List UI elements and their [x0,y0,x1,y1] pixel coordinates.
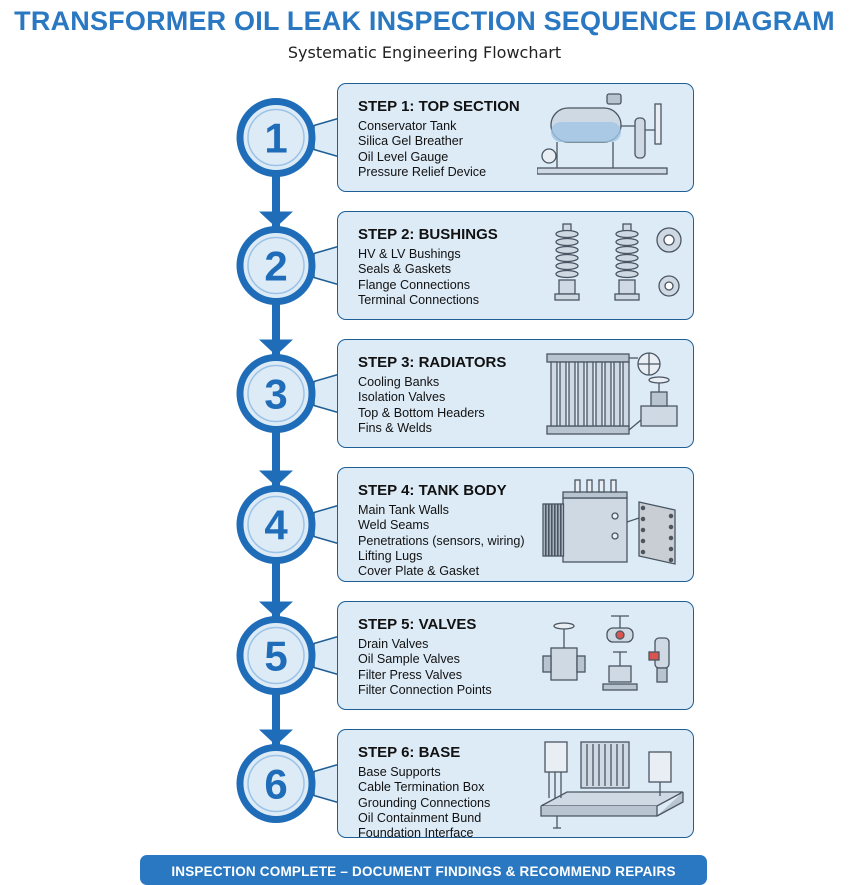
step-number: 5 [264,633,287,680]
bushing-icon [537,218,687,314]
step-number-badge: 5 [236,616,316,695]
page-subtitle: Systematic Engineering Flowchart [287,43,562,62]
valve-icon [537,608,687,704]
step-number: 6 [264,761,287,808]
checklist-item: Flange Connections [358,277,471,292]
checklist-item: Conservator Tank [358,119,457,133]
checklist-item: Base Supports [358,765,441,779]
step-number-badge: 2 [236,226,316,305]
card-pointer [313,245,339,286]
step-number: 3 [264,371,287,418]
checklist-item: Terminal Connections [358,292,480,307]
step-title: STEP 2: BUSHINGS [358,226,498,243]
base-foundation-icon [537,736,687,832]
checklist-item: Drain Valves [358,637,429,651]
down-arrow-icon [259,470,293,487]
step-number-badge: 6 [236,744,316,823]
checklist-item: Fins & Welds [358,420,432,435]
page-title: TRANSFORMER OIL LEAK INSPECTION SEQUENCE… [14,6,835,36]
step-title: STEP 3: RADIATORS [358,354,507,371]
step-title: STEP 4: TANK BODY [358,482,507,499]
checklist-item: Main Tank Walls [358,503,449,517]
down-arrow-icon [259,729,293,746]
checklist-item: Silica Gel Breather [358,134,463,149]
step-number-badge: 4 [236,485,316,564]
step-number: 4 [264,502,288,549]
card-pointer [313,117,339,158]
checklist-item: Foundation Interface [358,826,474,841]
checklist-item: Filter Press Valves [358,667,463,682]
card-pointer [313,635,339,676]
step-title: STEP 5: VALVES [358,616,477,633]
step-number: 2 [264,243,287,290]
checklist-item: Pressure Relief Device [358,164,487,179]
down-arrow-icon [259,211,293,228]
card-pointer [313,373,339,414]
card-pointer [313,504,339,545]
step-title: STEP 1: TOP SECTION [358,98,520,115]
checklist-item: Weld Seams [358,518,430,533]
checklist-item: Cooling Banks [358,375,440,389]
checklist-item: Penetrations (sensors, wiring) [358,533,525,548]
checklist-item: Filter Connection Points [358,682,492,697]
checklist-item: Top & Bottom Headers [358,405,485,420]
connector-line [272,137,280,784]
checklist-item: Seals & Gaskets [358,262,452,277]
checklist-item: Oil Sample Valves [358,652,460,667]
conservator-tank-icon [536,90,687,186]
radiator-icon [537,346,687,442]
checklist-item: Isolation Valves [358,390,446,405]
inspection-complete-banner: INSPECTION COMPLETE – DOCUMENT FINDINGS … [140,855,707,885]
transformer-tank-icon [537,476,687,572]
checklist-item: Cable Termination Box [358,780,485,795]
step-number-badge: 3 [236,354,316,433]
checklist-item: Oil Level Gauge [358,149,449,164]
step-number: 1 [264,115,287,162]
down-arrow-icon [259,339,293,356]
card-pointer [313,763,339,804]
checklist-item: Lifting Lugs [358,548,423,563]
checklist-item: HV & LV Bushings [358,247,461,261]
step-title: STEP 6: BASE [358,744,461,761]
checklist-item: Cover Plate & Gasket [358,564,480,579]
checklist-item: Oil Containment Bund [358,810,482,825]
step-number-badge: 1 [236,98,316,177]
down-arrow-icon [259,601,293,618]
checklist-item: Grounding Connections [358,795,491,810]
